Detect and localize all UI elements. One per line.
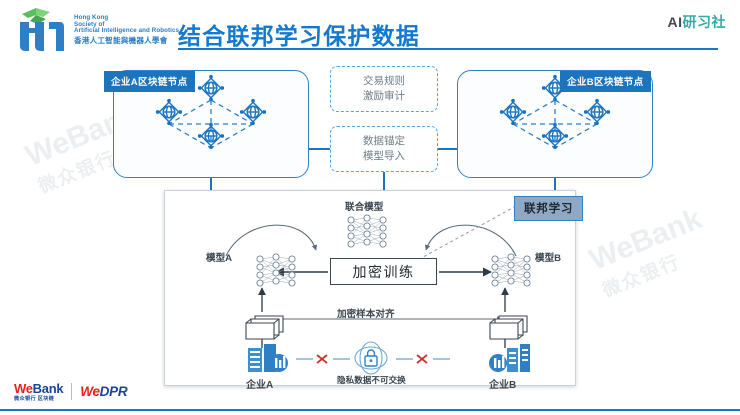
blockchain-node-icon xyxy=(541,122,569,150)
federated-diagram-links xyxy=(225,205,517,348)
federated-learning-badge: 联邦学习 xyxy=(514,196,584,221)
rule-box-line-1: 交易规则 xyxy=(363,75,405,88)
database-stack-a-icon xyxy=(245,315,284,340)
connector-rules-down xyxy=(383,172,385,191)
watermark-cn: 微众银行 xyxy=(599,250,684,301)
chain-a-links xyxy=(168,99,254,149)
blocked-exchange-left-icon xyxy=(296,354,350,364)
logo-line-cn: 香港人工智能與機器人學會 xyxy=(74,35,168,45)
blocked-exchange-right-icon xyxy=(396,354,450,364)
rule-box-line-2: 激励审计 xyxy=(363,90,405,102)
slide-header: Hong Kong Society of Artificial Intellig… xyxy=(0,0,740,58)
wedpr-wordmark: WeDPR xyxy=(80,385,127,399)
model-a-label: 模型A xyxy=(206,253,233,264)
logo-line-3: Artificial Intelligence and Robotics xyxy=(74,27,180,35)
connector-a-to-rules xyxy=(309,148,330,150)
header-divider xyxy=(178,48,718,50)
webank-logo: WeBank 微众银行 区块链 xyxy=(14,381,64,402)
webank-we-text: We xyxy=(14,381,33,396)
chain-b-label: 企业B区块链节点 xyxy=(560,71,651,92)
joint-model-label: 联合模型 xyxy=(345,202,384,213)
wedpr-we-text: We xyxy=(80,384,100,400)
rule-box-line-2: 模型导入 xyxy=(363,150,405,162)
watermark-en: WeBank xyxy=(584,202,707,277)
rule-box-anchor: 数据锚定 模型导入 xyxy=(330,126,438,172)
encrypted-training-box: 加密训练 xyxy=(330,258,437,285)
logo-wordmark: Hong Kong Society of Artificial Intellig… xyxy=(74,13,179,46)
webank-bank-text: Bank xyxy=(32,381,64,396)
webank-subtitle: 微众银行 区块链 xyxy=(14,395,55,402)
connector-rules-to-b xyxy=(438,148,457,150)
connector-a-down xyxy=(210,178,212,191)
model-a-network-icon xyxy=(256,253,296,287)
blockchain-node-icon xyxy=(583,98,611,126)
blockchain-node-icon xyxy=(499,98,527,126)
blockchain-node-icon xyxy=(155,98,183,126)
brand-cn-text: 研习社 xyxy=(682,14,726,30)
wedpr-dpr-text: DPR xyxy=(99,384,128,400)
wedpr-logo: WeDPR xyxy=(80,385,127,399)
blockchain-node-icon xyxy=(197,74,225,102)
rule-box-line-1: 数据锚定 xyxy=(363,135,405,148)
enterprise-b-label: 企业B xyxy=(489,380,517,391)
database-stack-b-icon xyxy=(489,315,528,340)
model-b-network-icon xyxy=(491,253,531,287)
privacy-note-label: 隐私数据不可交换 xyxy=(337,375,406,385)
organization-logo: Hong Kong Society of Artificial Intellig… xyxy=(16,6,179,52)
connector-b-down xyxy=(554,178,556,191)
blockchain-node-icon xyxy=(239,98,267,126)
hksair-logo-icon xyxy=(20,8,64,51)
rule-box-transaction: 交易规则 激励审计 xyxy=(330,66,438,112)
chain-a-label: 企业A区块链节点 xyxy=(104,71,195,92)
brand-watermark: AI研习社 xyxy=(668,12,727,32)
model-b-label: 模型B xyxy=(535,253,562,264)
footer-accent-rule xyxy=(0,409,740,411)
blockchain-node-icon xyxy=(197,122,225,150)
footer-divider xyxy=(71,383,73,401)
brand-ai-text: AI xyxy=(667,14,683,30)
webank-wordmark: WeBank xyxy=(14,381,64,396)
sample-alignment-label: 加密样本对齐 xyxy=(337,309,395,320)
enterprise-b-building-icon xyxy=(489,344,530,372)
joint-model-network-icon xyxy=(347,214,387,248)
enterprise-a-label: 企业A xyxy=(246,380,274,391)
logo-line-2: Society of xyxy=(74,20,105,28)
logo-line-1: Hong Kong xyxy=(74,13,109,21)
footer-logos: WeBank 微众银行 区块链 WeDPR xyxy=(14,381,128,402)
page-title: 结合联邦学习保护数据 xyxy=(178,23,420,49)
privacy-lock-icon xyxy=(354,341,388,375)
enterprise-a-building-icon xyxy=(248,344,288,372)
watermark-right: WeBank 微众银行 xyxy=(585,202,717,303)
chain-b-links xyxy=(512,99,598,149)
